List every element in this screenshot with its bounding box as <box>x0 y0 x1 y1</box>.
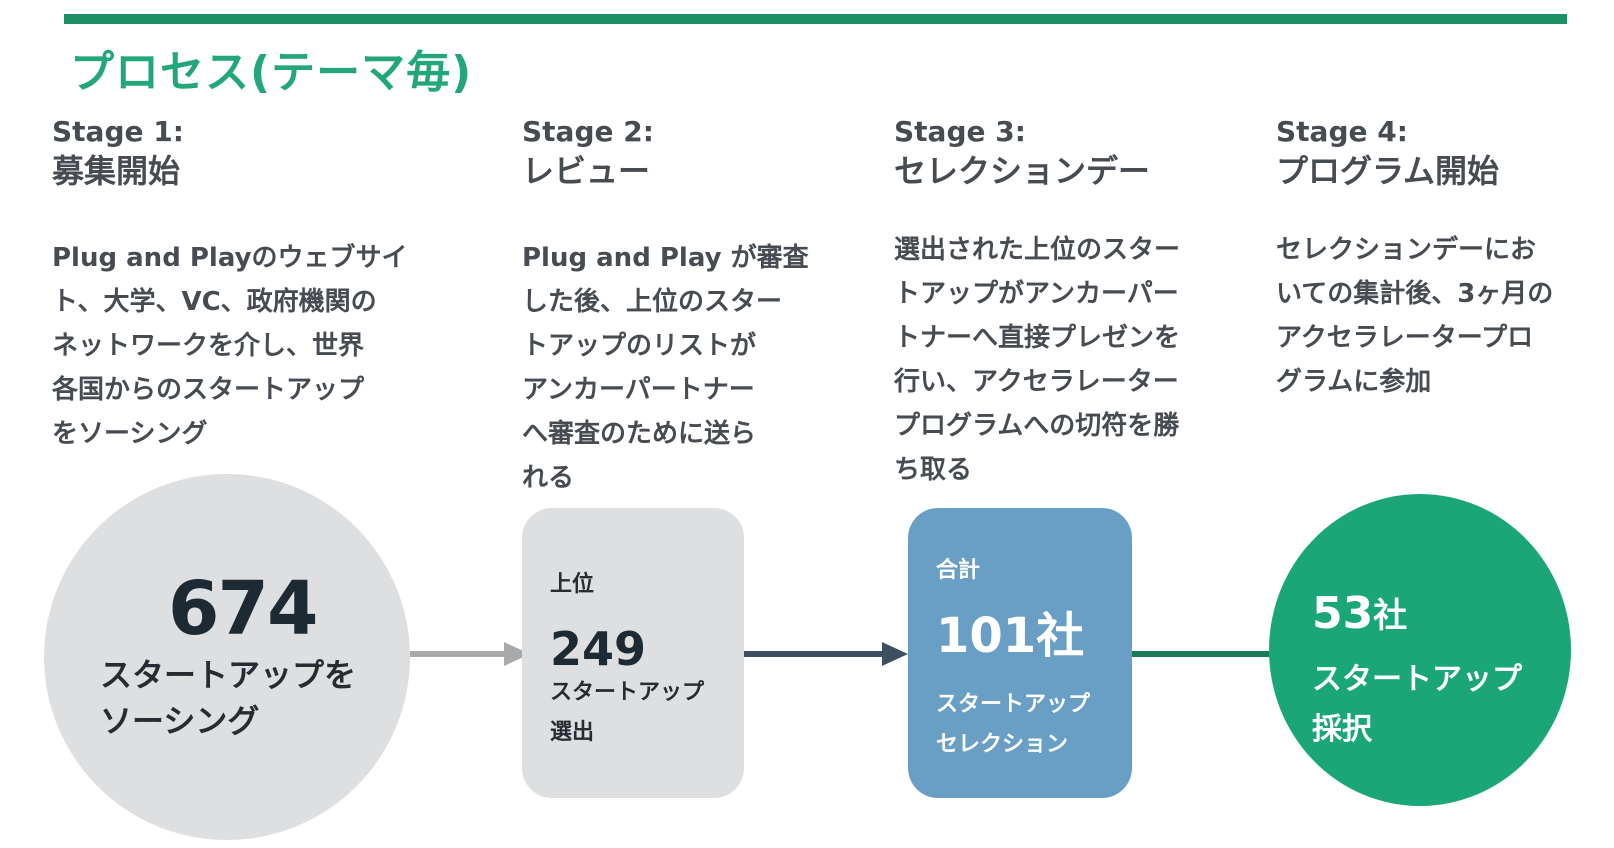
stage-3-desc-line: 選出された上位のスター <box>894 235 1181 265</box>
stage-2-desc-line: トアップのリストが <box>522 331 757 361</box>
stage-1-name: 募集開始 <box>52 152 181 190</box>
review-label-line1: スタートアップ <box>550 680 705 705</box>
program-circle <box>1269 494 1571 806</box>
review-prefix: 上位 <box>550 572 595 597</box>
program-label-line1: スタートアップ <box>1312 662 1522 697</box>
selection-box <box>908 508 1132 798</box>
stage-3-desc-line: トアップがアンカーパー <box>894 279 1179 309</box>
top-rule <box>64 14 1567 24</box>
stage-4-desc-line: いての集計後、3ヶ月の <box>1276 279 1554 309</box>
stage-3-desc-line: 行い、アクセラレーター <box>894 367 1179 397</box>
program-count: 53 <box>1312 588 1374 639</box>
stage-2-desc-line: アンカーパートナー <box>522 375 755 405</box>
selection-count: 101社 <box>936 608 1085 664</box>
sourcing-label-line2: ソーシング <box>100 702 260 740</box>
stage-2-description: Plug and Play が審査 した後、上位のスター トアップのリストが ア… <box>522 236 809 500</box>
program-count-suffix: 社 <box>1373 596 1408 636</box>
stage-1-desc-line: Plug and Playのウェブサイ <box>52 243 408 273</box>
review-count: 249 <box>550 622 647 676</box>
sourcing-label-line1: スタートアップを <box>100 656 357 694</box>
stage-2-name: レビュー <box>522 152 651 190</box>
stage-1-desc-line: ネットワークを介し、世界 <box>52 331 365 361</box>
stage-3-desc-line: トナーへ直接プレゼンを <box>894 323 1181 353</box>
stage-4-description: セレクションデーにお いての集計後、3ヶ月の アクセラレータープロ グラムに参加 <box>1276 228 1553 404</box>
stage-3-description: 選出された上位のスター トアップがアンカーパー トナーへ直接プレゼンを 行い、ア… <box>894 228 1180 492</box>
program-label-line2: 採択 <box>1312 712 1372 747</box>
stage-3-name: セレクションデー <box>894 152 1151 190</box>
review-box <box>522 508 744 798</box>
arrow-1 <box>410 642 530 666</box>
stage-3-number: Stage 3: <box>894 115 1026 148</box>
stage-1-desc-line: ト、大学、VC、政府機関の <box>52 287 377 317</box>
selection-prefix: 合計 <box>936 558 981 583</box>
selection-label-line1: スタートアップ <box>936 692 1091 717</box>
stage-4-desc-line: アクセラレータープロ <box>1276 323 1534 353</box>
arrow-2 <box>740 642 908 666</box>
stage-3-header: Stage 3: セレクションデー <box>894 114 1150 192</box>
stage-2-number: Stage 2: <box>522 115 654 148</box>
arrow-1-head <box>504 642 530 666</box>
sourcing-count: 674 <box>168 566 318 652</box>
stage-2-desc-line: した後、上位のスター <box>522 287 783 317</box>
stage-1-header: Stage 1: 募集開始 <box>52 114 184 192</box>
stage-4-number: Stage 4: <box>1276 115 1408 148</box>
stage-1-number: Stage 1: <box>52 115 184 148</box>
stage-4-name: プログラム開始 <box>1276 152 1500 190</box>
sourcing-circle <box>44 474 410 840</box>
stage-4-desc-line: グラムに参加 <box>1276 367 1432 397</box>
stage-2-desc-line: へ審査のために送ら <box>522 419 757 449</box>
stage-3-desc-line: プログラムへの切符を勝 <box>894 411 1180 441</box>
arrow-2-head <box>882 642 908 666</box>
stage-1-description: Plug and Playのウェブサイ ト、大学、VC、政府機関の ネットワーク… <box>52 236 408 456</box>
stage-1-desc-line: をソーシング <box>52 419 208 449</box>
stage-1-desc-line: 各国からのスタートアップ <box>52 375 365 405</box>
program-count-wrap: 53社 <box>1312 588 1407 639</box>
stage-2-desc-line: Plug and Play が審査 <box>522 243 809 273</box>
stage-2-header: Stage 2: レビュー <box>522 114 654 192</box>
stage-2-desc-line: れる <box>522 463 575 493</box>
selection-label-line2: セレクション <box>936 732 1069 757</box>
page-title: プロセス(テーマ毎) <box>70 47 473 98</box>
stage-4-header: Stage 4: プログラム開始 <box>1276 114 1499 192</box>
stage-3-desc-line: ち取る <box>894 455 973 485</box>
review-label-line2: 選出 <box>550 720 595 745</box>
stage-4-desc-line: セレクションデーにお <box>1276 235 1537 265</box>
